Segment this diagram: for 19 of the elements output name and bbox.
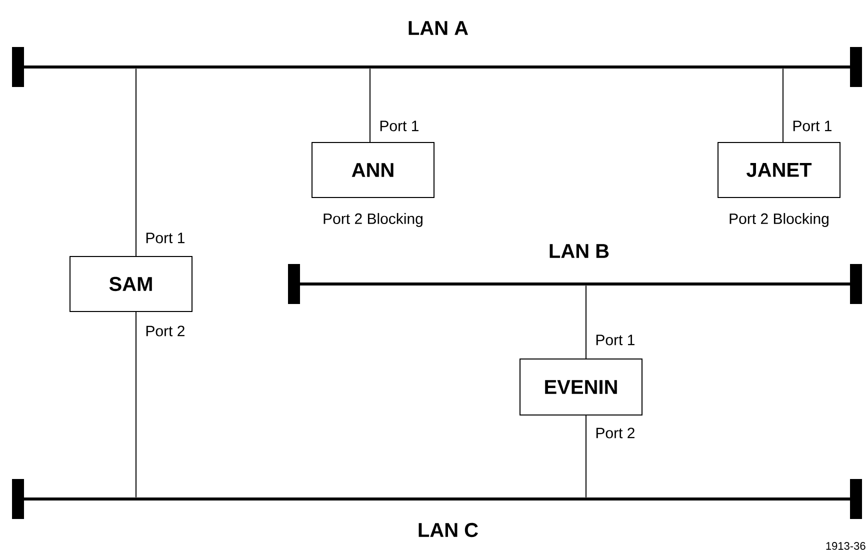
port-label: Port 1 [596,334,634,346]
network-bus [12,47,862,87]
port-label: Port 1 [793,120,832,132]
port-label: Port 2 Blocking [730,213,828,227]
link-line [782,68,784,142]
bus-label: LAN C [418,522,478,538]
bridge-box: JANET [718,142,840,198]
port-label: Port 2 [596,428,634,438]
bus-label: LAN A [408,21,468,35]
network-bus [12,479,862,519]
network-bus [288,264,862,304]
bridge-box: SAM [70,256,192,312]
bridge-box: EVENIN [520,358,642,416]
port-label: Port 1 [146,232,184,244]
port-label: Port 2 Blocking [324,213,422,227]
bus-label: LAN B [550,244,609,258]
bridge-box: ANN [312,142,434,198]
port-label: Port 2 [146,326,184,336]
port-label: Port 1 [380,120,418,132]
